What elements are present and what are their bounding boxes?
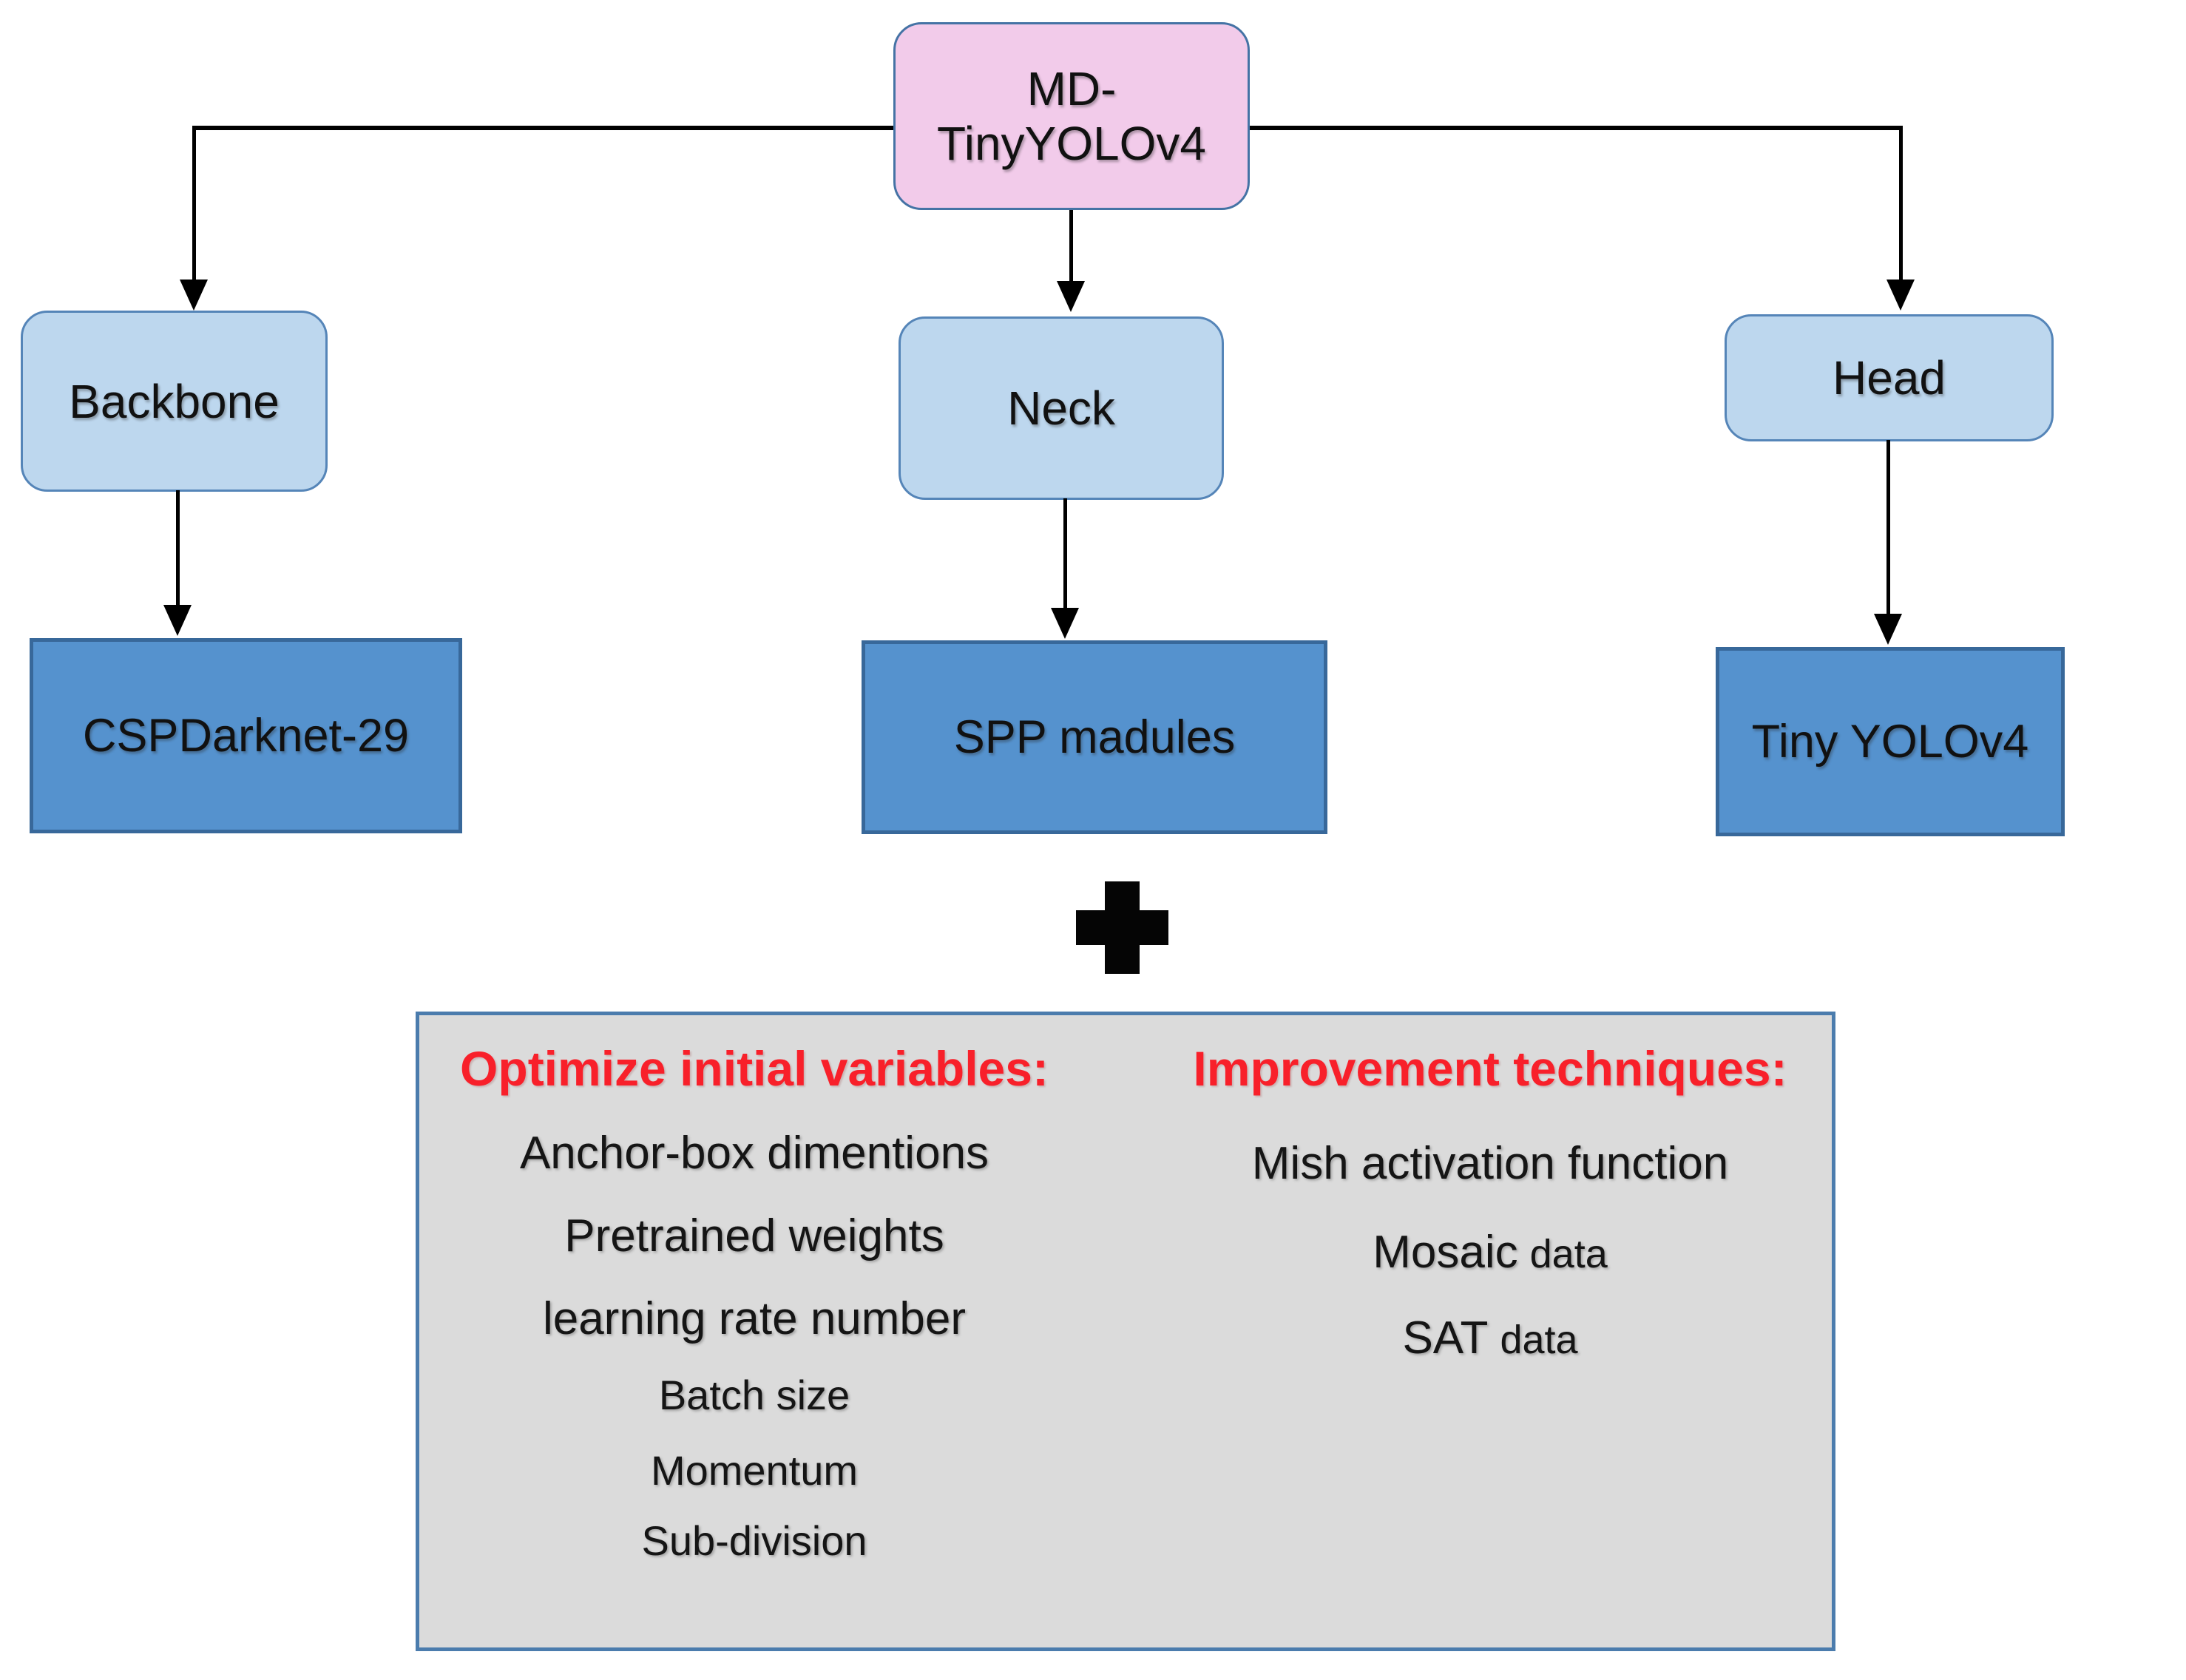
connector-root-to-backbone-line [192, 126, 196, 280]
connector-root-to-neck-line [1069, 210, 1073, 281]
list-item: learning rate number [542, 1293, 967, 1344]
node-cspdarknet-29: CSPDarknet-29 [30, 638, 462, 833]
list-item: Momentum [650, 1447, 859, 1494]
list-item-lead: Mosaic [1373, 1227, 1518, 1278]
node-md-tinyyolov4: MD-TinyYOLOv4 [893, 22, 1250, 210]
list-item-tail: data [1500, 1318, 1578, 1362]
improvement-techniques-column: Improvement techniques: Mish activation … [1154, 1040, 1827, 1367]
node-neck: Neck [899, 316, 1224, 500]
node-tiny-yolov4: Tiny YOLOv4 [1716, 647, 2065, 836]
connector-root-to-head-line [1899, 126, 1903, 280]
arrow-down-icon [180, 280, 208, 311]
optimize-variables-header: Optimize initial variables: [460, 1041, 1049, 1096]
node-head: Head [1725, 314, 2054, 441]
list-item-lead: Mish activation function [1251, 1138, 1729, 1189]
node-label: Head [1833, 351, 1946, 404]
plus-icon-horizontal-bar [1076, 910, 1168, 945]
list-item: Mish activation function [1154, 1137, 1827, 1191]
list-item: Anchor-box dimentions [519, 1128, 989, 1179]
list-item: Batch size [658, 1372, 850, 1418]
connector-head-to-tinyyolo-line [1886, 440, 1890, 615]
node-label: Neck [1007, 382, 1115, 435]
node-label: Backbone [69, 374, 280, 428]
improvement-techniques-header: Improvement techniques: [1193, 1041, 1787, 1096]
arrow-down-icon [1874, 614, 1902, 645]
node-label: SPP madules [953, 711, 1236, 763]
node-spp-madules: SPP madules [862, 640, 1327, 834]
node-label: Tiny YOLOv4 [1751, 716, 2029, 768]
arrow-down-icon [1051, 608, 1079, 639]
arrow-down-icon [1886, 280, 1915, 311]
node-label: MD-TinyYOLOv4 [937, 62, 1206, 170]
node-label: CSPDarknet-29 [82, 710, 410, 762]
connector-backbone-to-cspdarknet-line [176, 490, 180, 606]
arrow-down-icon [163, 605, 192, 636]
connector-top-left-horizontal [194, 126, 893, 130]
arrow-down-icon [1057, 281, 1085, 312]
node-backbone: Backbone [21, 311, 328, 492]
list-item-lead: SAT [1402, 1312, 1489, 1364]
details-panel: Optimize initial variables: Anchor-box d… [416, 1012, 1835, 1651]
optimize-variables-column: Optimize initial variables: Anchor-box d… [425, 1040, 1083, 1566]
connector-top-right-horizontal [1250, 126, 1903, 130]
list-item: Sub-division [641, 1517, 867, 1564]
list-item: Pretrained weights [564, 1210, 944, 1261]
list-item-tail: data [1529, 1232, 1608, 1276]
plus-icon [1076, 881, 1168, 974]
connector-neck-to-spp-line [1063, 498, 1067, 609]
